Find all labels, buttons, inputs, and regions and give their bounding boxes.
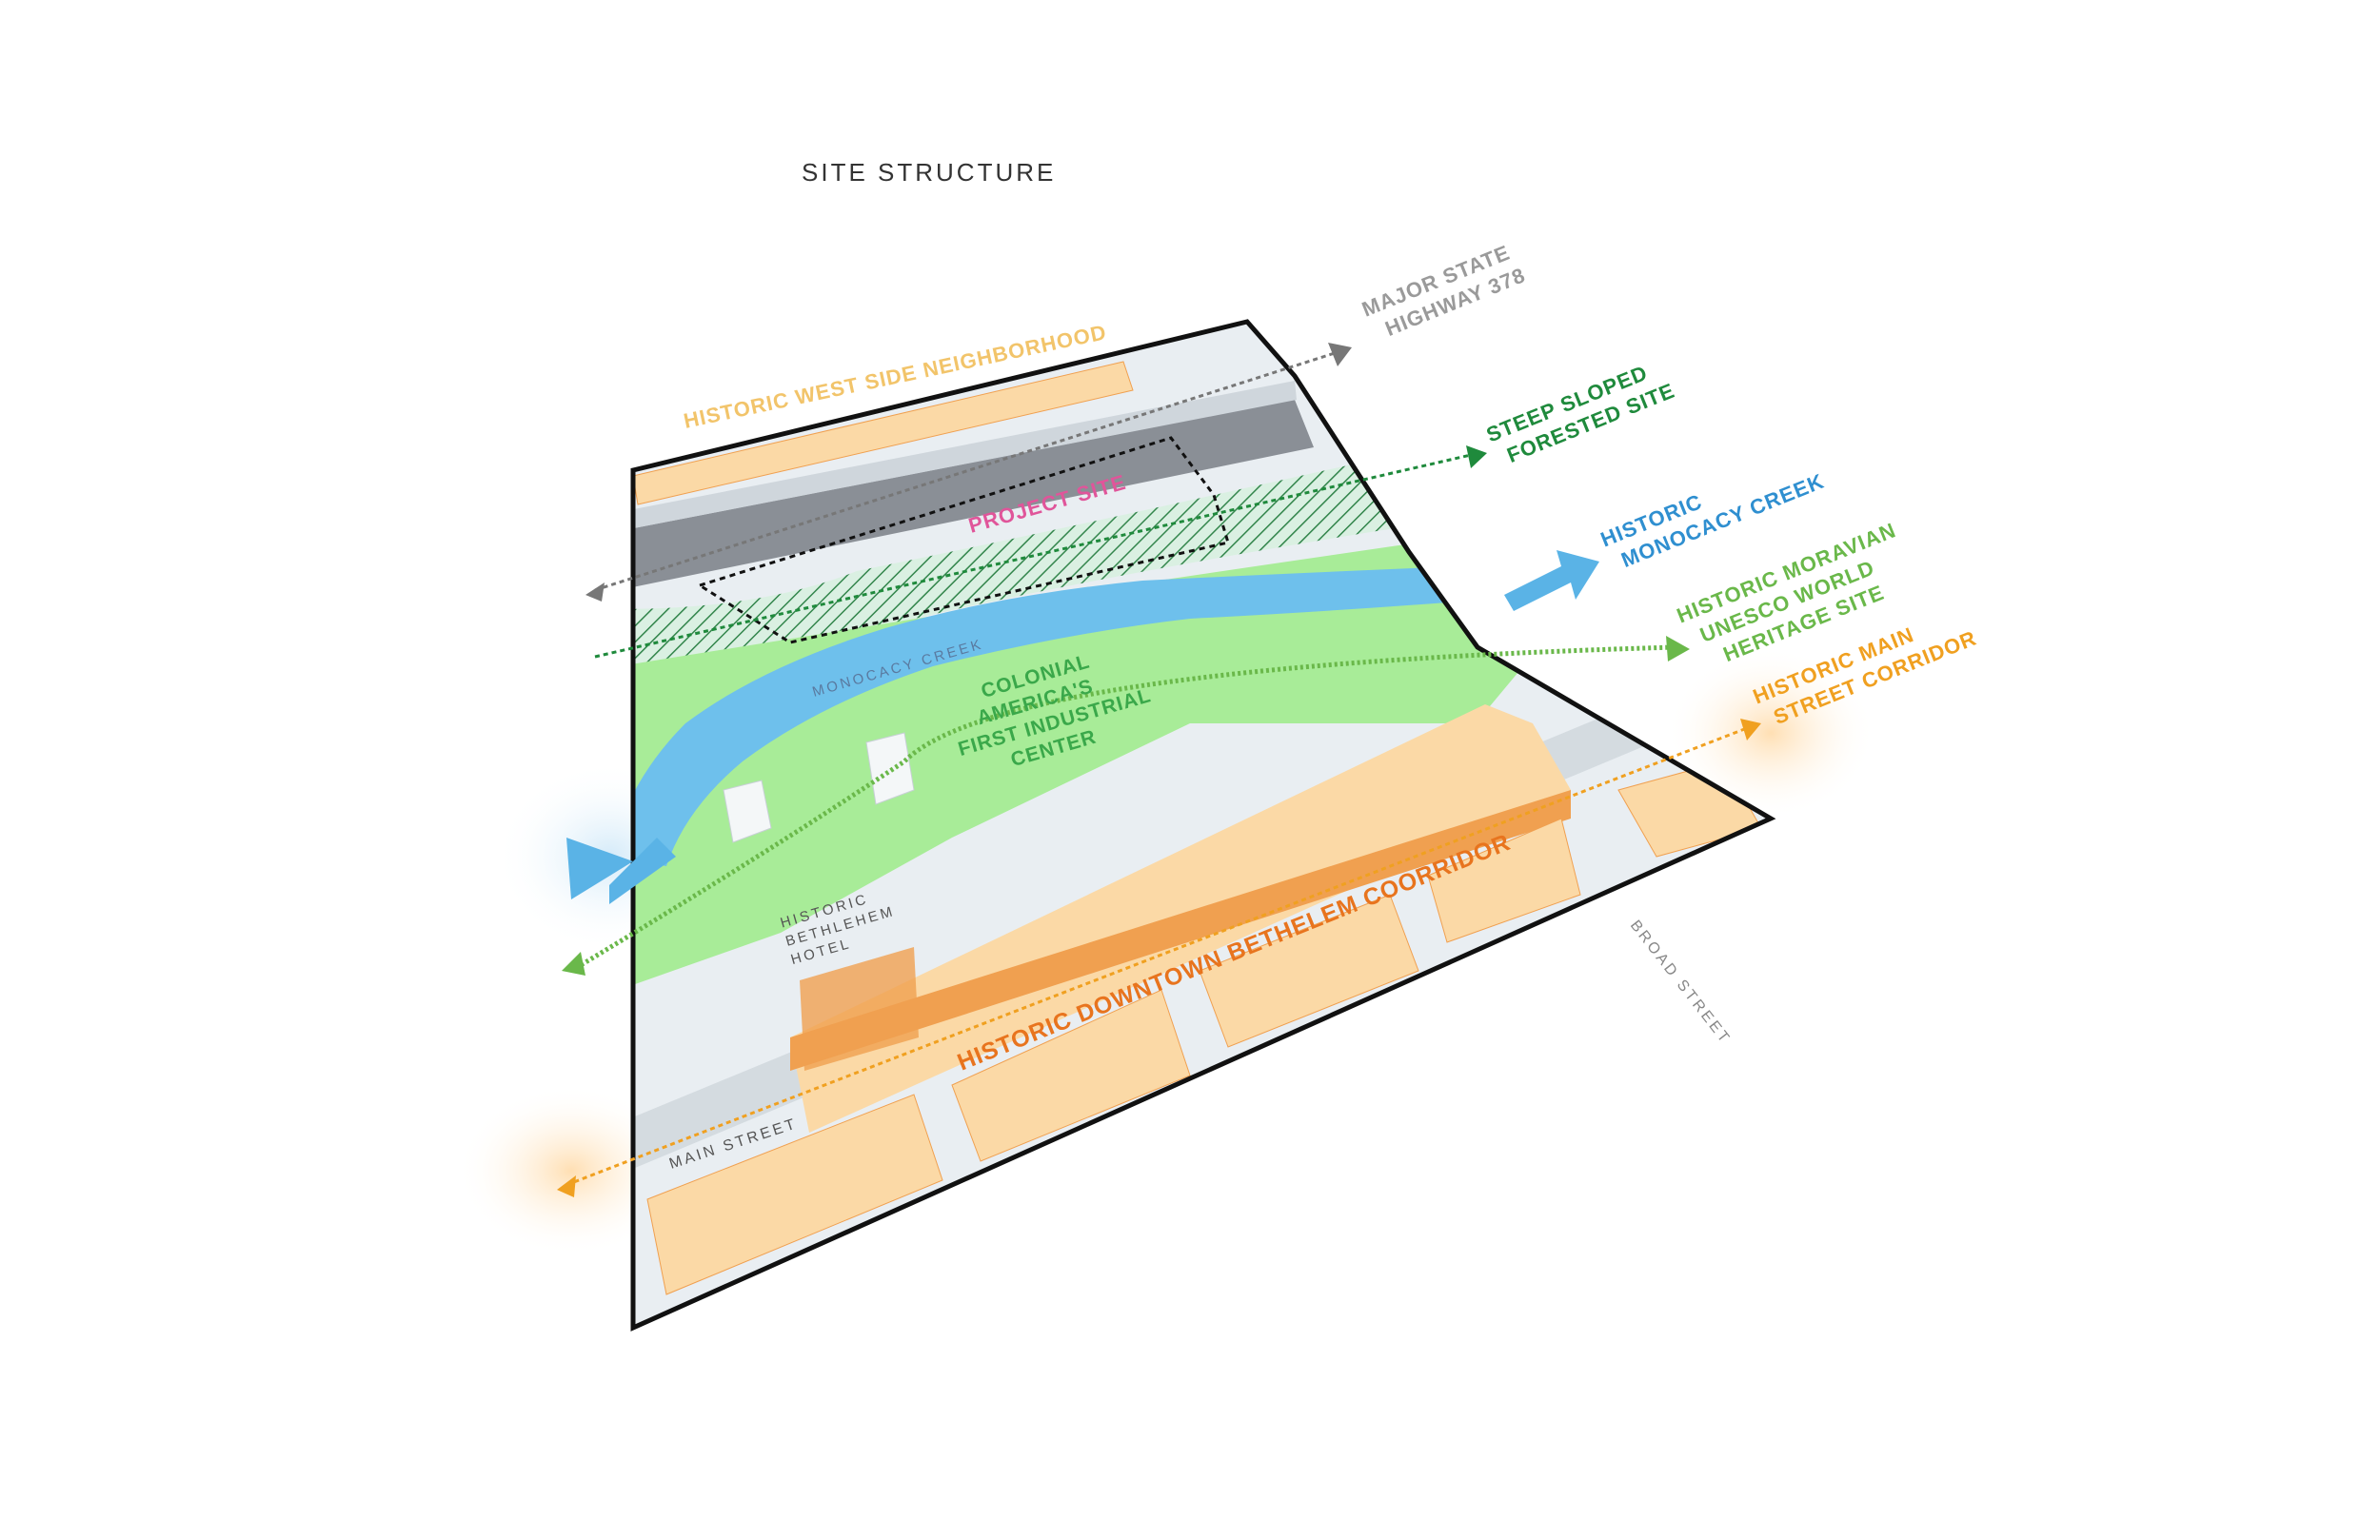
highway-arrow-tail (585, 582, 605, 602)
moravian-arrow-line (569, 644, 1676, 974)
main-corridor-arrow-line (565, 726, 1748, 1187)
mill-building (723, 780, 772, 843)
main-corridor-glow-left (457, 1085, 685, 1256)
highway-arrow-head (1328, 343, 1352, 366)
main-corridor-arrow-tail (557, 1175, 576, 1197)
lower-building (1427, 818, 1581, 943)
highway-arrow-line (594, 350, 1339, 592)
downtown-block-edge (790, 790, 1571, 1071)
site-map-area (633, 322, 1771, 1328)
hotel-building (800, 947, 919, 1071)
label-broad-street: BROAD STREET (1627, 918, 1734, 1048)
lower-building (1199, 894, 1419, 1048)
highway-band (633, 400, 1314, 590)
steep-arrow-line (594, 453, 1472, 659)
project-site-outline (696, 436, 1230, 644)
lower-building (951, 989, 1191, 1162)
label-steep: STEEP SLOPED FORESTED SITE (1483, 361, 1678, 467)
creek-arrow-left-shaft (609, 838, 676, 904)
lower-building (646, 1094, 943, 1295)
monocacy-creek-water (633, 562, 1599, 866)
steep-arrow-head (1466, 445, 1487, 468)
creek-arrow-left-head (566, 838, 633, 899)
label-highway: MAJOR STATE HIGHWAY 378 (1359, 241, 1529, 341)
creek-arrow-right (1504, 550, 1599, 611)
west-side-buildings (633, 361, 1134, 505)
moravian-arrow-tail (562, 952, 585, 976)
highway-shoulder (633, 381, 1297, 533)
page-title: SITE STRUCTURE (802, 158, 1056, 187)
moravian-arrow-head (1666, 636, 1690, 661)
main-corridor-arrow-head (1740, 719, 1761, 740)
steep-forest-hatch (633, 447, 1485, 666)
site-boundary (630, 319, 1776, 1332)
main-corridor-glow-right (1666, 647, 1875, 819)
